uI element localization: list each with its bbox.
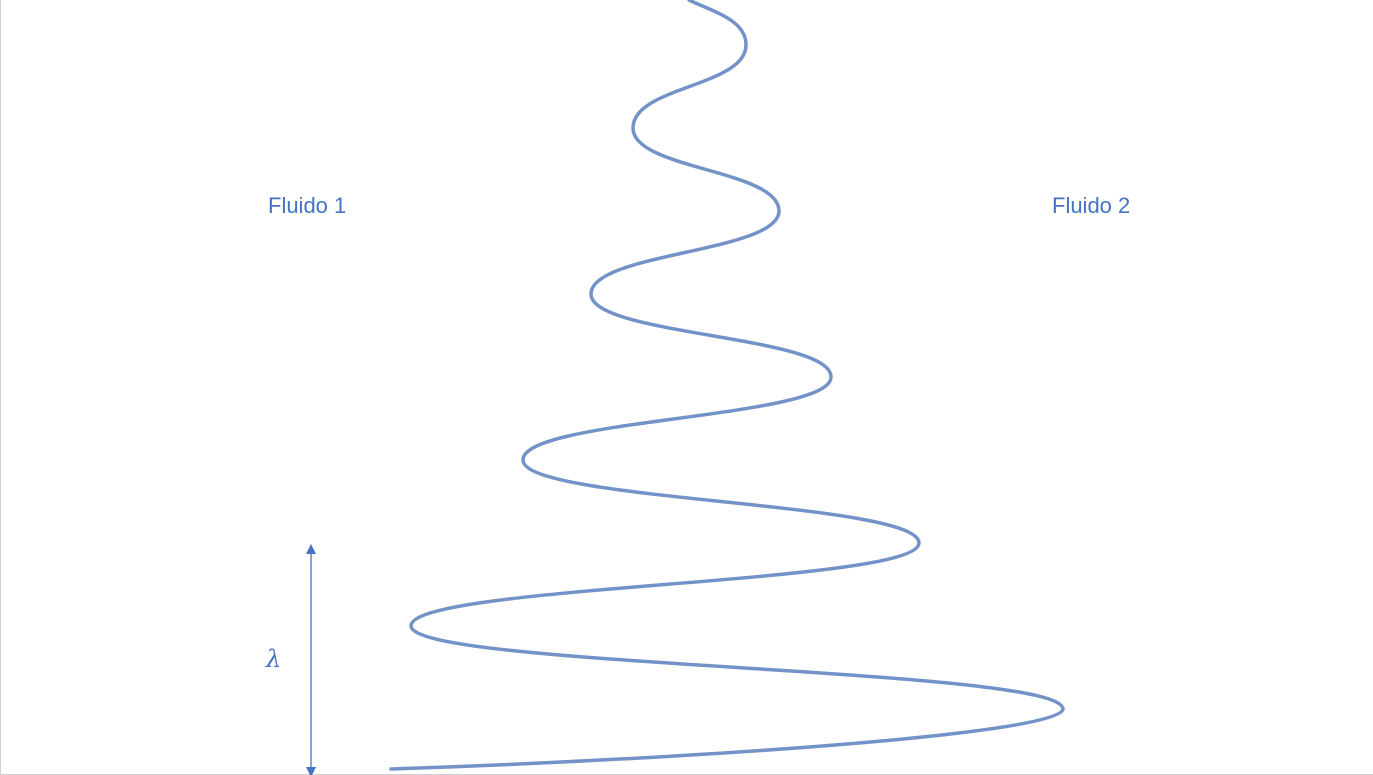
wavelength-label: λ bbox=[266, 645, 282, 673]
fluid-interface-wave bbox=[389, 0, 1065, 771]
fluid-1-label: Fluido 1 bbox=[268, 193, 347, 218]
fluid-2-label: Fluido 2 bbox=[1052, 193, 1131, 218]
